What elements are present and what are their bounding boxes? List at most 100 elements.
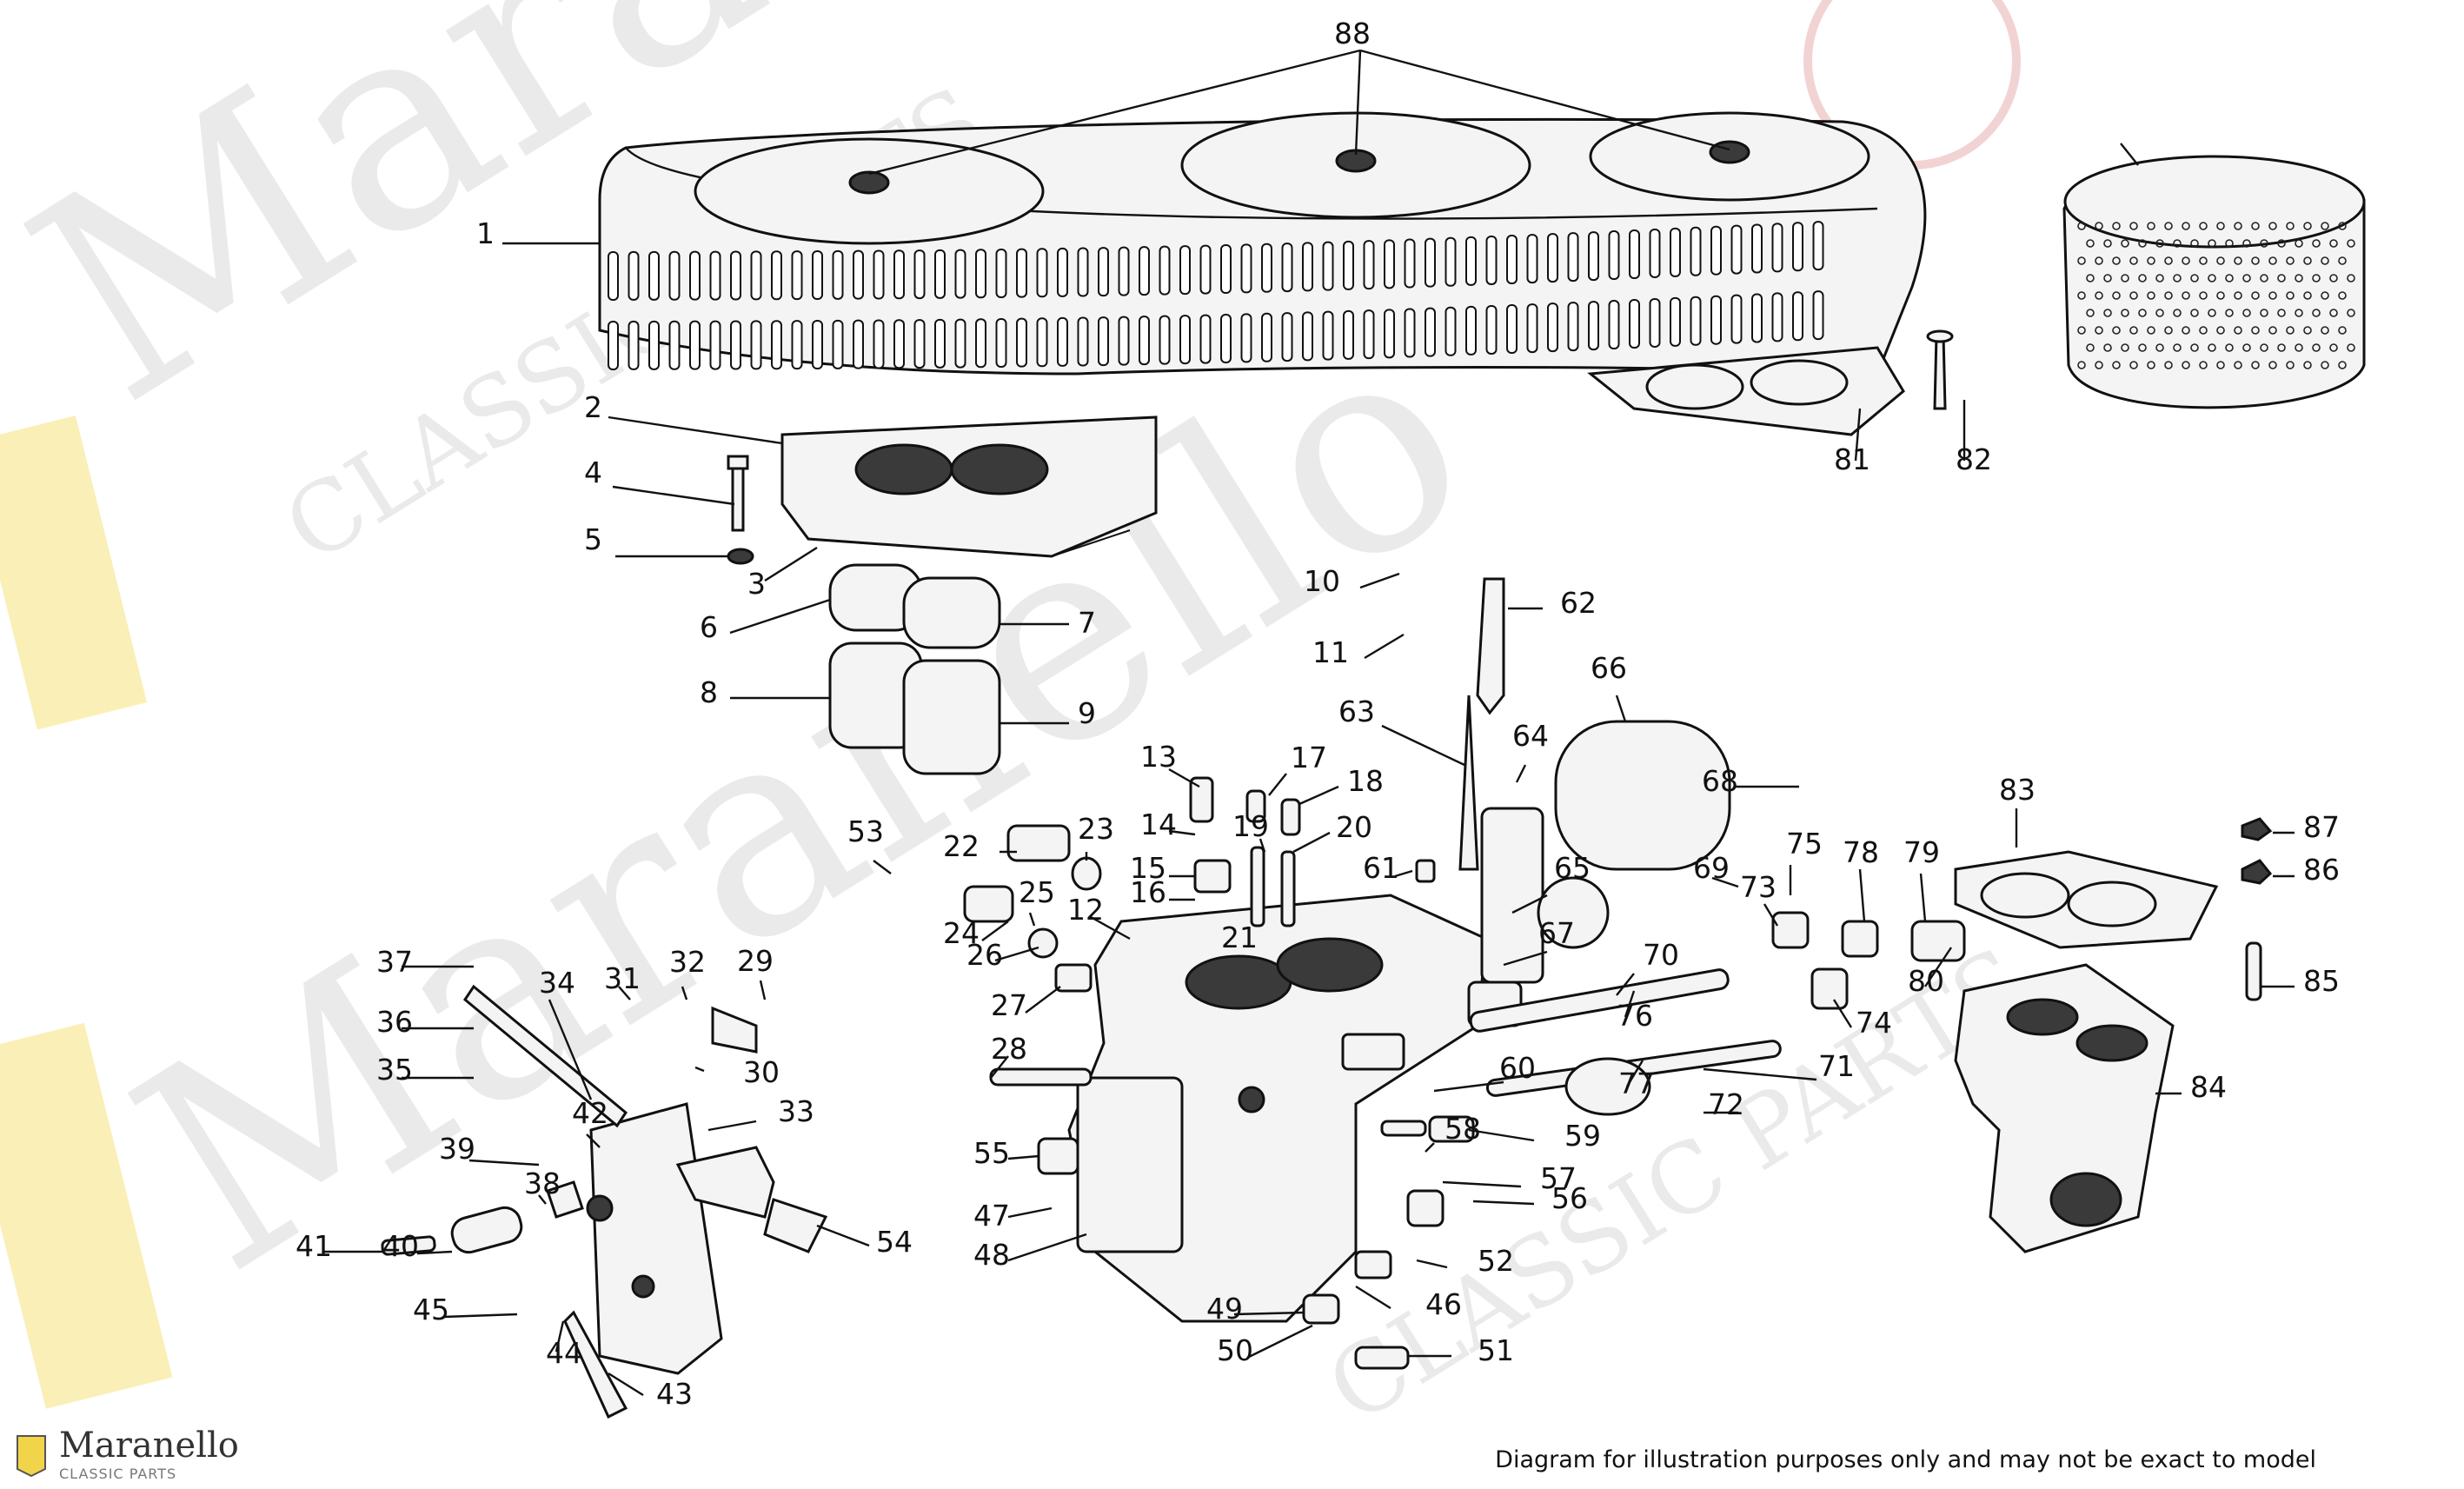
callout-22: 22 <box>943 829 980 863</box>
callout-63: 63 <box>1338 695 1375 728</box>
leader-line-48 <box>1007 1233 1087 1262</box>
callout-16: 16 <box>1130 875 1166 909</box>
brand-logo: Maranello CLASSIC PARTS <box>12 1426 239 1482</box>
callout-58: 58 <box>1445 1112 1481 1146</box>
leader-line-49 <box>1233 1311 1305 1316</box>
callout-60: 60 <box>1499 1051 1536 1085</box>
callout-11: 11 <box>1312 635 1349 669</box>
filter-element <box>2062 155 2366 409</box>
washer-5 <box>727 548 754 565</box>
callout-80: 80 <box>1908 964 1944 998</box>
leader-line-87 <box>868 49 1361 176</box>
leader-line-54 <box>816 1224 870 1247</box>
leader-line-77 <box>1625 1060 1644 1087</box>
leader-line-14 <box>1168 829 1196 836</box>
leader-line-18 <box>1298 785 1339 806</box>
callout-54: 54 <box>876 1225 913 1259</box>
gasket-80 <box>1587 346 1905 436</box>
carb-top-cover <box>780 415 1158 558</box>
brand-sub: CLASSIC PARTS <box>59 1466 177 1482</box>
leader-line-69 <box>1711 876 1739 888</box>
leader-line-20 <box>1292 831 1331 854</box>
callout-74: 74 <box>1856 1006 1892 1040</box>
leader-line-87 <box>1359 49 1730 151</box>
callout-72: 72 <box>1708 1087 1744 1121</box>
callout-21: 21 <box>1221 921 1258 954</box>
leader-line-63 <box>1381 724 1465 767</box>
shield-logo-bottom <box>0 1022 173 1409</box>
callout-9: 9 <box>1078 696 1096 730</box>
callout-65: 65 <box>1554 851 1591 885</box>
horse-icon <box>17 1434 46 1477</box>
callout-84: 84 <box>2190 1070 2227 1104</box>
callout-47: 47 <box>973 1199 1010 1233</box>
callout-78: 78 <box>1843 835 1879 869</box>
callout-77: 77 <box>1618 1067 1655 1100</box>
throttle-linkage <box>381 984 828 1419</box>
callout-38: 38 <box>524 1167 561 1200</box>
leader-line-59 <box>1468 1128 1535 1142</box>
leader-line-66 <box>1615 695 1627 722</box>
leader-line-67 <box>1503 950 1548 967</box>
callout-53: 53 <box>847 814 884 848</box>
callout-23: 23 <box>1078 812 1114 846</box>
screw-81 <box>1926 329 1954 410</box>
callout-25: 25 <box>1019 875 1055 909</box>
callout-64: 64 <box>1512 719 1549 753</box>
callout-68: 68 <box>1702 764 1738 798</box>
leader-line-71 <box>1703 1067 1817 1081</box>
leader-line-39 <box>468 1159 540 1167</box>
callout-10: 10 <box>1304 564 1340 598</box>
callout-35: 35 <box>376 1053 413 1087</box>
disclaimer-caption: Diagram for illustration purposes only a… <box>1495 1446 2316 1473</box>
leader-line-33 <box>707 1120 757 1132</box>
callout-45: 45 <box>413 1293 449 1326</box>
leader-line-73 <box>1763 903 1779 927</box>
callout-70: 70 <box>1643 938 1679 972</box>
callout-7: 7 <box>1078 606 1096 640</box>
leader-line-79 <box>1919 873 1927 922</box>
callout-41: 41 <box>296 1229 332 1263</box>
callout-12: 12 <box>1067 893 1104 927</box>
callout-62: 62 <box>1560 586 1597 620</box>
leader-line-45 <box>442 1313 518 1319</box>
callout-59: 59 <box>1564 1119 1601 1153</box>
callout-4: 4 <box>584 455 602 489</box>
callout-48: 48 <box>973 1238 1010 1272</box>
callout-57: 57 <box>1540 1161 1577 1195</box>
leader-line-2 <box>608 415 783 445</box>
leader-line-26 <box>994 946 1039 962</box>
venturis <box>828 563 1001 775</box>
callout-14: 14 <box>1140 808 1177 841</box>
leader-line-11 <box>1364 633 1405 660</box>
leader-line-12 <box>1090 915 1131 941</box>
leader-line-29 <box>759 980 767 1000</box>
callout-82: 82 <box>1956 442 1992 476</box>
leader-line-52 <box>1416 1259 1448 1269</box>
callout-83: 83 <box>1999 773 2036 807</box>
leader-line-3 <box>764 546 818 582</box>
air-filter-housing <box>598 111 1927 376</box>
callout-88: 88 <box>1334 17 1371 50</box>
leader-line-undefined <box>2120 143 2139 166</box>
leader-line-78 <box>1858 868 1866 922</box>
callout-20: 20 <box>1336 810 1372 844</box>
callout-13: 13 <box>1140 740 1177 774</box>
callout-81: 81 <box>1834 442 1870 476</box>
callout-69: 69 <box>1693 851 1730 885</box>
callout-29: 29 <box>737 944 774 978</box>
leader-line-55 <box>1007 1154 1039 1160</box>
callout-75: 75 <box>1786 827 1823 861</box>
shield-logo-top <box>0 415 148 730</box>
leader-line-64 <box>1515 764 1527 783</box>
callout-32: 32 <box>669 945 706 979</box>
leader-line-74 <box>1832 999 1853 1028</box>
callout-40: 40 <box>382 1229 419 1263</box>
leader-line-13 <box>1168 768 1200 788</box>
callout-61: 61 <box>1363 851 1399 885</box>
leader-line-50 <box>1246 1324 1313 1359</box>
leader-line-10 <box>1359 572 1400 589</box>
callout-1: 1 <box>476 216 495 250</box>
callout-51: 51 <box>1478 1333 1514 1367</box>
